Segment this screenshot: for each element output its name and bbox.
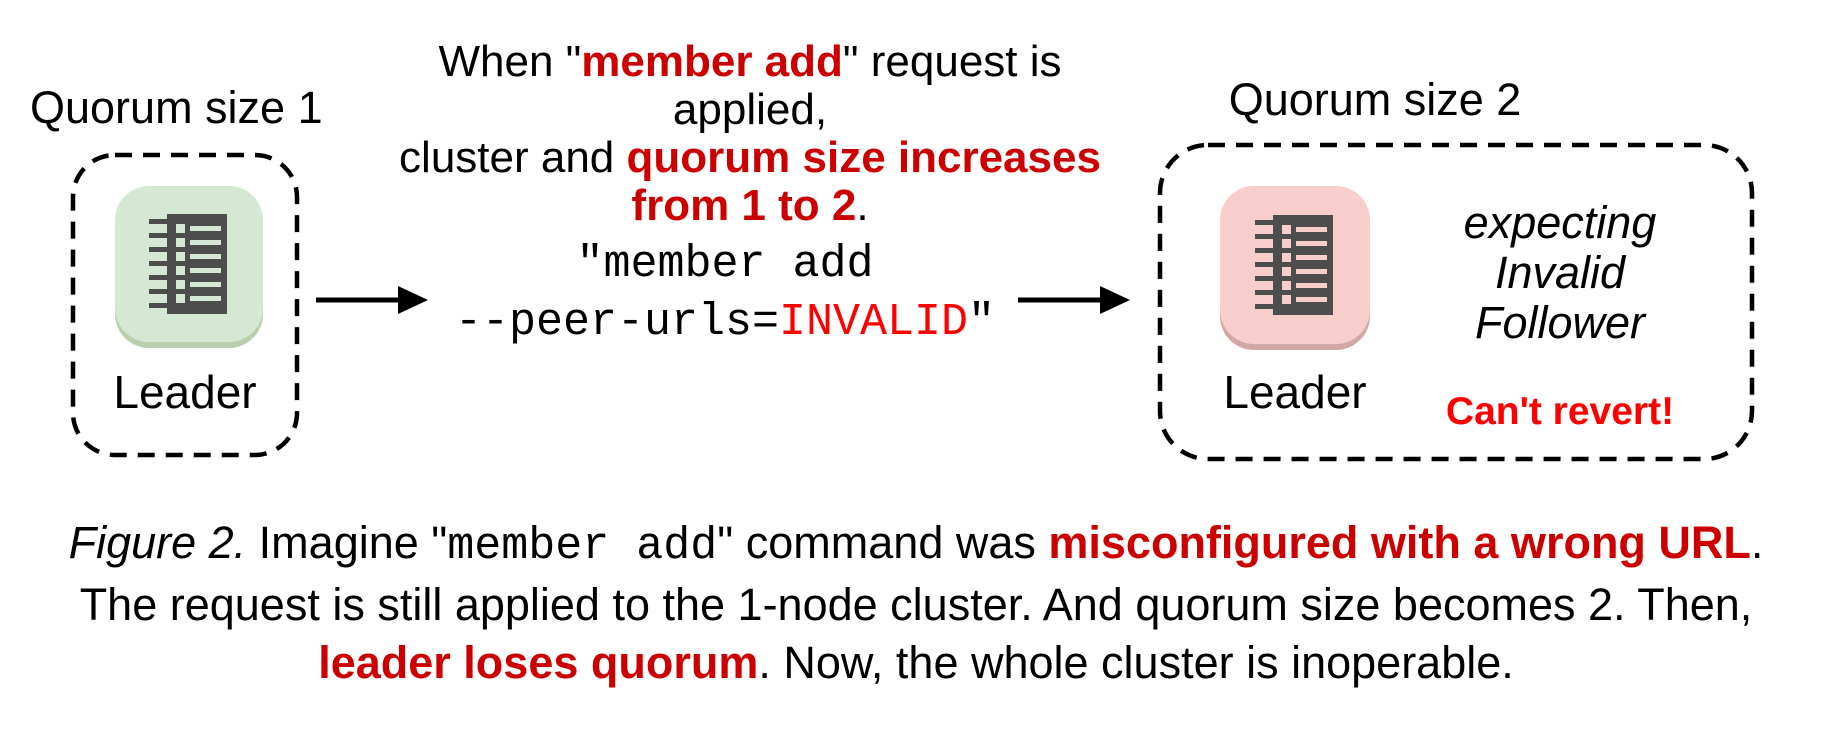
caption-line-3: leader loses quorum. Now, the whole clus… xyxy=(0,634,1832,692)
note-line-1: When "member add" request is applied, xyxy=(395,38,1105,134)
command-line-2: --peer-urls=INVALID" xyxy=(400,294,1050,352)
caption-text: Imagine " xyxy=(246,517,448,568)
cant-revert-warning: Can't revert! xyxy=(1445,390,1675,433)
caption-line-1: Figure 2. Imagine "member add" command w… xyxy=(0,514,1832,576)
note-text: . xyxy=(856,181,869,230)
arrow-right-icon xyxy=(1018,286,1130,314)
expecting-line-3: Follower xyxy=(1474,297,1646,348)
note-em-from-1-to-2: from 1 to 2 xyxy=(631,181,857,230)
note-line-3: from 1 to 2. xyxy=(395,182,1105,230)
note-text: cluster and xyxy=(399,133,627,182)
command-text: "member add xyxy=(576,239,874,290)
caption-em-misconfigured: misconfigured with a wrong URL xyxy=(1048,517,1751,568)
caption-figure-number: Figure 2. xyxy=(68,517,247,568)
raft-log-icon xyxy=(1255,215,1333,315)
member-add-command: "member add --peer-urls=INVALID" xyxy=(400,236,1050,352)
expecting-invalid-follower-note: expecting Invalid Follower xyxy=(1400,198,1720,348)
expecting-line-1: expecting xyxy=(1463,197,1657,248)
raft-log-icon xyxy=(149,214,227,314)
left-leader-label: Leader xyxy=(113,366,257,418)
right-cluster-boundary xyxy=(1157,142,1755,462)
note-line-2: cluster and quorum size increases xyxy=(395,134,1105,182)
left-cluster-title: Quorum size 1 xyxy=(30,82,323,133)
caption-text: . xyxy=(1750,517,1764,568)
right-leader-label: Leader xyxy=(1223,366,1367,418)
note-em-quorum-increase: quorum size increases xyxy=(626,133,1101,182)
note-em-member-add: member add xyxy=(581,37,843,86)
caption-text: The request is still applied to the 1-no… xyxy=(79,579,1753,630)
command-text: " xyxy=(968,297,996,348)
leader-node-right xyxy=(1220,186,1370,344)
member-add-note: When "member add" request is applied, cl… xyxy=(395,38,1105,230)
right-cluster-title: Quorum size 2 xyxy=(1228,74,1522,125)
command-invalid-value: INVALID xyxy=(779,297,969,348)
arrow-right-icon xyxy=(316,286,428,314)
caption-em-leader-loses-quorum: leader loses quorum xyxy=(318,637,759,688)
leader-node-left xyxy=(115,186,263,342)
note-text: When " xyxy=(438,37,582,86)
caption-code-member-add: member add xyxy=(447,521,718,572)
expecting-line-2: Invalid xyxy=(1494,247,1626,298)
left-cluster-boundary xyxy=(70,152,300,458)
note-text: " request is applied, xyxy=(672,37,1062,134)
caption-text: " command was xyxy=(717,517,1049,568)
figure-caption: Figure 2. Imagine "member add" command w… xyxy=(0,514,1832,692)
caption-text: . Now, the whole cluster is inoperable. xyxy=(758,637,1514,688)
command-line-1: "member add xyxy=(400,236,1050,294)
command-text: --peer-urls= xyxy=(454,297,779,348)
caption-line-2: The request is still applied to the 1-no… xyxy=(0,576,1832,634)
